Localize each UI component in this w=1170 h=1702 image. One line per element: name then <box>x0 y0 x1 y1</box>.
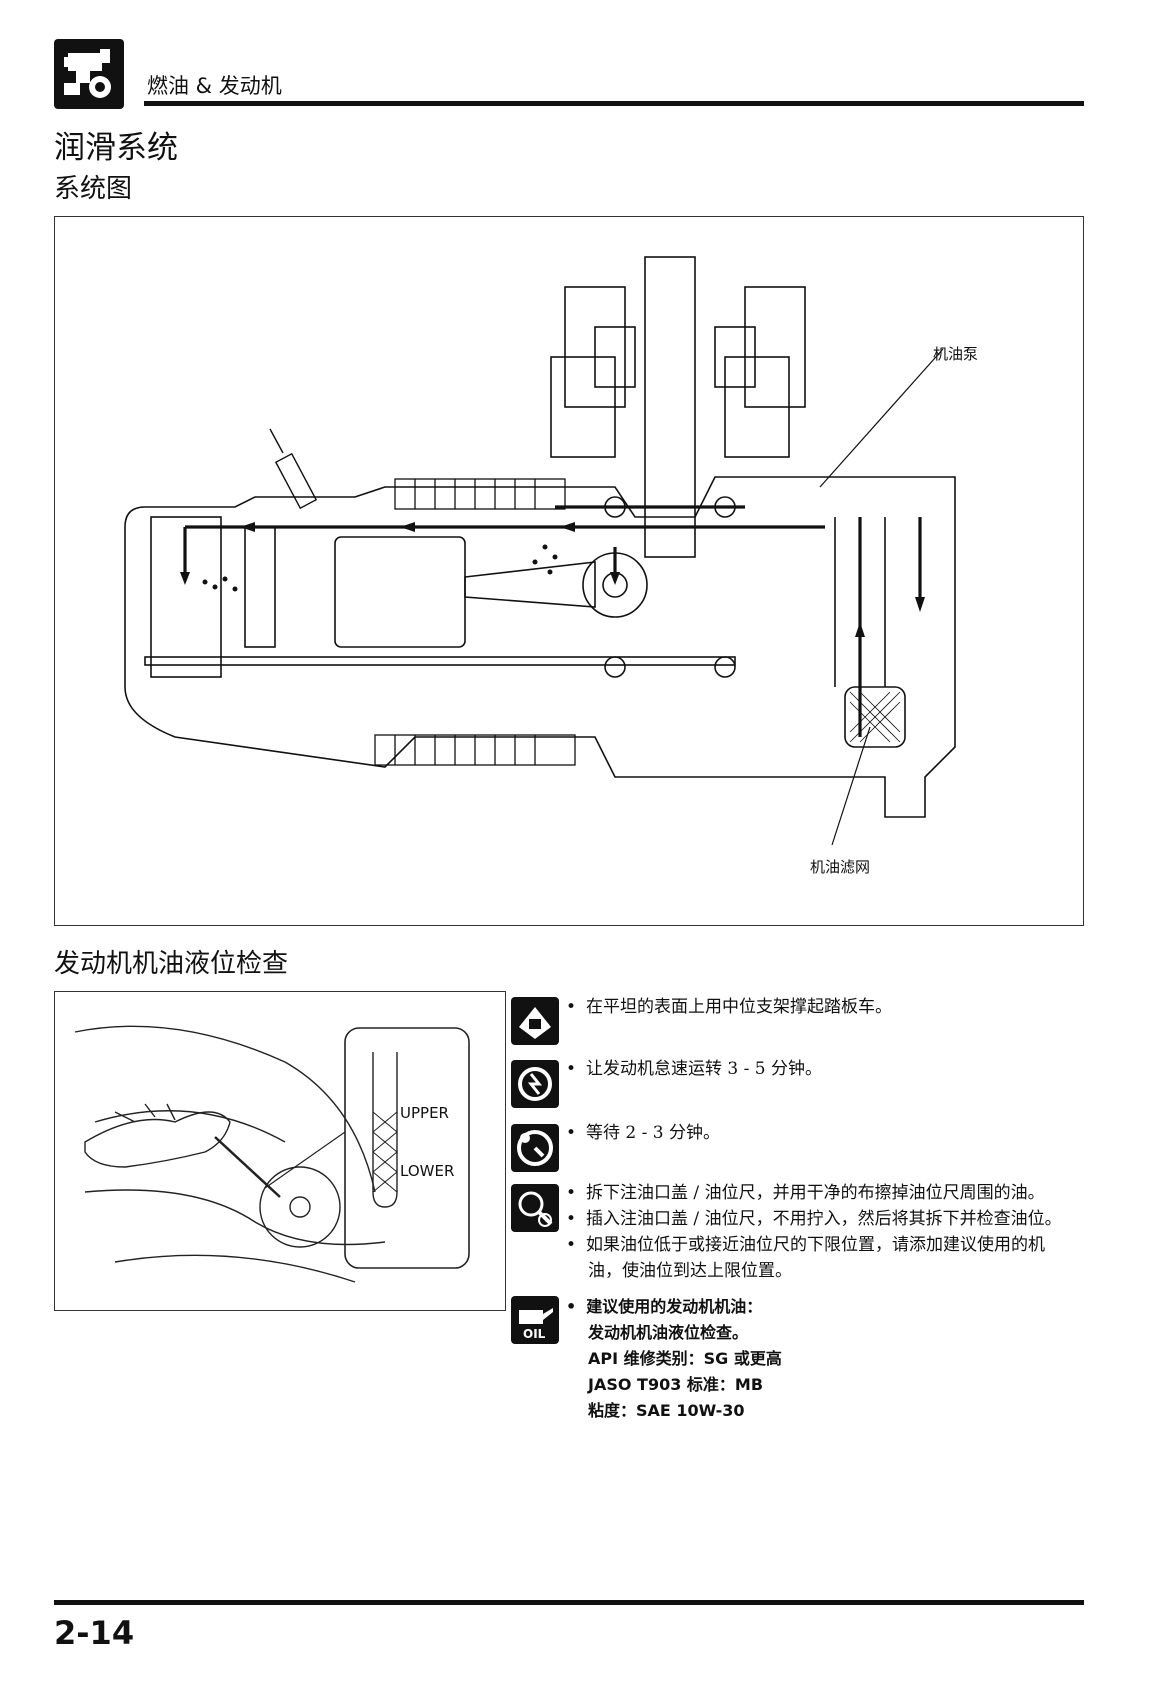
lubrication-system-diagram <box>54 216 1084 926</box>
engine-icon <box>54 39 124 109</box>
oil-level-check-heading: 发动机机油液位检查 <box>54 949 289 979</box>
engine-off-wait-icon <box>511 1124 559 1172</box>
center-stand-icon <box>511 997 559 1045</box>
engine-idle-icon <box>511 1060 559 1108</box>
oil-strainer-label: 机油滤网 <box>810 858 871 876</box>
svg-text:OIL: OIL <box>523 1327 546 1341</box>
system-diagram-heading: 系统图 <box>54 174 133 204</box>
page-number: 2-14 <box>54 1614 135 1652</box>
footer-rule <box>54 1600 1084 1605</box>
step-2-text: •让发动机怠速运转 3 - 5 分钟。 <box>566 1059 823 1079</box>
dipstick-illustration: UPPER LOWER <box>54 991 506 1311</box>
oil-pump-label: 机油泵 <box>933 345 979 363</box>
upper-level-label: UPPER <box>400 1104 449 1122</box>
section-title: 燃油 & 发动机 <box>147 74 282 98</box>
oil-can-icon: OIL <box>511 1296 559 1344</box>
step-1-text: •在平坦的表面上用中位支架撑起踏板车。 <box>566 997 893 1017</box>
step-4-text: •拆下注油口盖 / 油位尺，并用干净的布擦掉油位尺周围的油。 •插入注油口盖 /… <box>566 1183 1062 1281</box>
header-rule <box>144 101 1084 106</box>
inspect-icon <box>511 1184 559 1232</box>
page-title: 润滑系统 <box>54 130 178 166</box>
lower-level-label: LOWER <box>400 1162 455 1180</box>
step-3-text: •等待 2 - 3 分钟。 <box>566 1123 721 1143</box>
step-5-text: •建议使用的发动机机油： 发动机机油液位检查。 API 维修类别：SG 或更高 … <box>566 1297 782 1420</box>
